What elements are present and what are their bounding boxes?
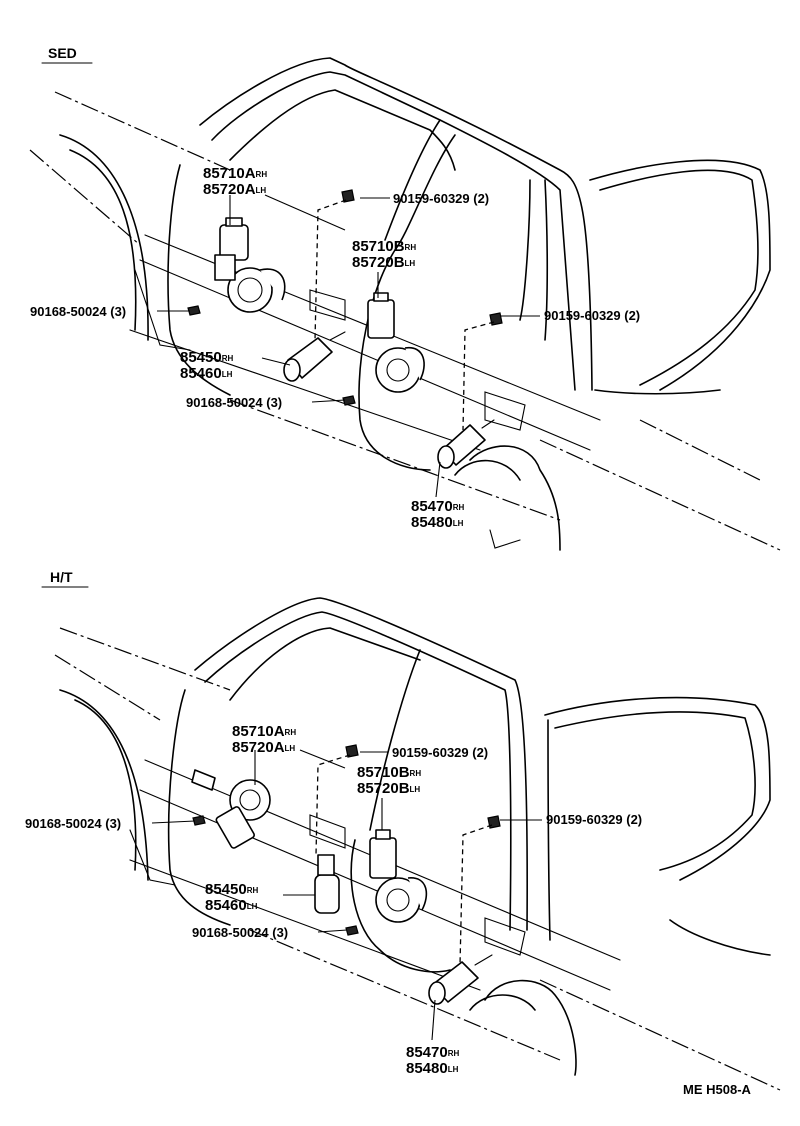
ht-label-85720b: 85720BLH bbox=[357, 780, 420, 797]
sed-fasteners bbox=[187, 189, 503, 406]
sed-label-screw-mid: 90168-50024 (3) bbox=[186, 395, 282, 410]
ht-labels: 85710ARH 85720ALH 90159-60329 (2) 85710B… bbox=[25, 723, 642, 1077]
ht-leaders bbox=[151, 749, 542, 1041]
ht-label-85710b: 85710BRH bbox=[357, 764, 421, 781]
sed-label-85450: 85450RH bbox=[180, 349, 233, 366]
sed-title: SED bbox=[48, 45, 77, 61]
sed-section: SED bbox=[29, 45, 781, 551]
ht-dash-rear bbox=[459, 824, 493, 966]
ht-label-85480: 85480LH bbox=[406, 1060, 459, 1077]
ht-section: H/T bbox=[25, 569, 781, 1091]
sed-label-85720a: 85720ALH bbox=[203, 181, 266, 198]
ht-label-85460: 85460LH bbox=[205, 897, 258, 914]
sed-motor-front bbox=[214, 217, 286, 313]
ht-label-bolt-top: 90159-60329 (2) bbox=[392, 745, 488, 760]
ht-title: H/T bbox=[50, 569, 73, 585]
reference-code: ME H508-A bbox=[683, 1082, 752, 1097]
ht-fasteners bbox=[192, 744, 501, 936]
ht-motor-front bbox=[191, 769, 271, 849]
sed-actuator-rear bbox=[437, 419, 495, 469]
ht-label-85470: 85470RH bbox=[406, 1044, 459, 1061]
ht-actuator-front bbox=[314, 854, 340, 914]
ht-label-screw-left: 90168-50024 (3) bbox=[25, 816, 121, 831]
sed-labels: 85710ARH 85720ALH 90159-60329 (2) 85710B… bbox=[30, 165, 640, 531]
ht-car-body bbox=[54, 597, 781, 1091]
sed-label-bolt-right: 90159-60329 (2) bbox=[544, 308, 640, 323]
sed-label-85720b: 85720BLH bbox=[352, 254, 415, 271]
sed-actuator-front bbox=[283, 331, 346, 382]
sed-dash-rear bbox=[462, 321, 495, 431]
sed-leaders bbox=[157, 194, 540, 498]
sed-label-85710a: 85710ARH bbox=[203, 165, 267, 182]
sed-label-85480: 85480LH bbox=[411, 514, 464, 531]
ht-label-85720a: 85720ALH bbox=[232, 739, 295, 756]
sed-label-85460: 85460LH bbox=[180, 365, 233, 382]
ht-dash-front bbox=[315, 754, 351, 856]
ht-label-bolt-right: 90159-60329 (2) bbox=[546, 812, 642, 827]
sed-label-85470: 85470RH bbox=[411, 498, 464, 515]
ht-label-85450: 85450RH bbox=[205, 881, 258, 898]
sed-label-screw-left: 90168-50024 (3) bbox=[30, 304, 126, 319]
ht-label-85710a: 85710ARH bbox=[232, 723, 296, 740]
sed-label-bolt-top: 90159-60329 (2) bbox=[393, 191, 489, 206]
sed-dash-front bbox=[314, 199, 347, 341]
sed-motor-rear bbox=[367, 292, 425, 393]
ht-actuator-rear bbox=[428, 954, 493, 1005]
ht-label-screw-mid: 90168-50024 (3) bbox=[192, 925, 288, 940]
ht-motor-rear bbox=[369, 829, 428, 923]
sed-car-body bbox=[29, 57, 781, 551]
sed-label-85710b: 85710BRH bbox=[352, 238, 416, 255]
